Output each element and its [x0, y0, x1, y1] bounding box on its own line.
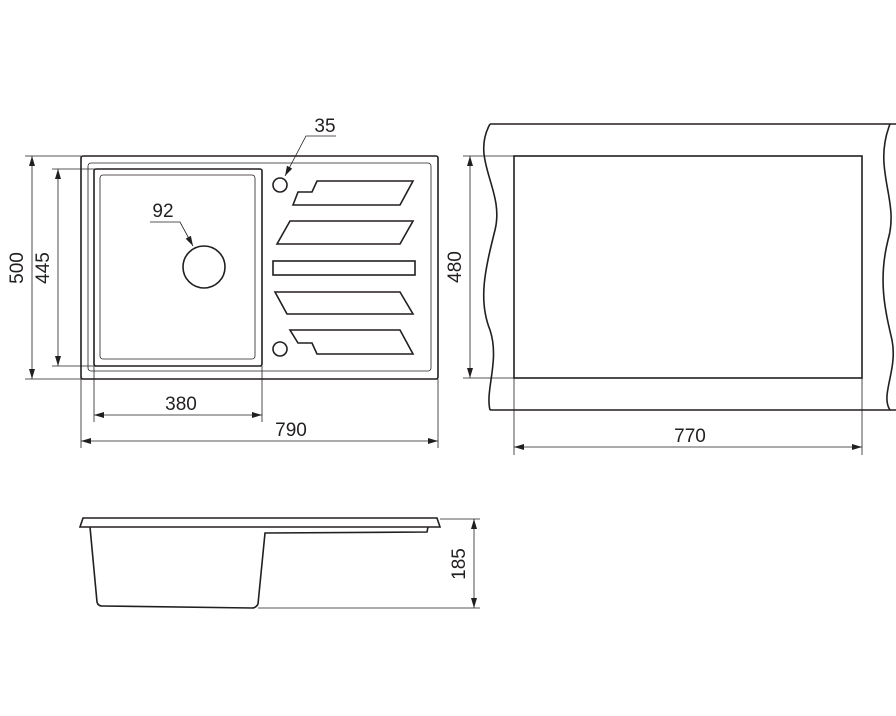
groove — [275, 220, 415, 245]
dimension-cutout-width: 770 — [674, 426, 706, 447]
dimension-drain-diameter: 92 — [152, 201, 173, 222]
leader-35 — [284, 135, 336, 177]
groove — [288, 329, 415, 355]
sink-outline — [80, 155, 439, 380]
tap-hole — [272, 177, 288, 193]
overflow-hole — [272, 341, 288, 357]
groove — [272, 260, 416, 276]
sink-rim — [87, 162, 432, 372]
drain-hole — [182, 245, 226, 289]
bowl-inner — [99, 174, 256, 360]
groove — [291, 180, 415, 206]
dimension-cutout-depth: 480 — [445, 251, 466, 283]
dimension-overall-width: 790 — [275, 420, 307, 441]
sink-lip-profile — [78, 517, 442, 528]
dimension-tap-hole: 35 — [314, 116, 335, 137]
countertop-break-right — [882, 123, 894, 411]
top-view: 500 445 380 790 92 35 — [7, 116, 439, 448]
leader-92 — [150, 221, 194, 247]
cutout-rect — [513, 155, 863, 379]
dimension-bowl-width: 380 — [165, 394, 197, 415]
dimension-overall-depth: 500 — [7, 252, 28, 284]
bowl-profile — [89, 526, 429, 609]
dimension-sink-depth: 185 — [449, 548, 470, 580]
dimension-bowl-depth: 445 — [33, 252, 54, 284]
drainboard-grooves — [272, 180, 416, 355]
groove — [273, 291, 415, 315]
cutout-view: 480 770 — [445, 123, 896, 455]
countertop-break-left — [482, 123, 498, 411]
bowl-outer — [93, 168, 263, 367]
side-view: 185 — [78, 517, 480, 609]
